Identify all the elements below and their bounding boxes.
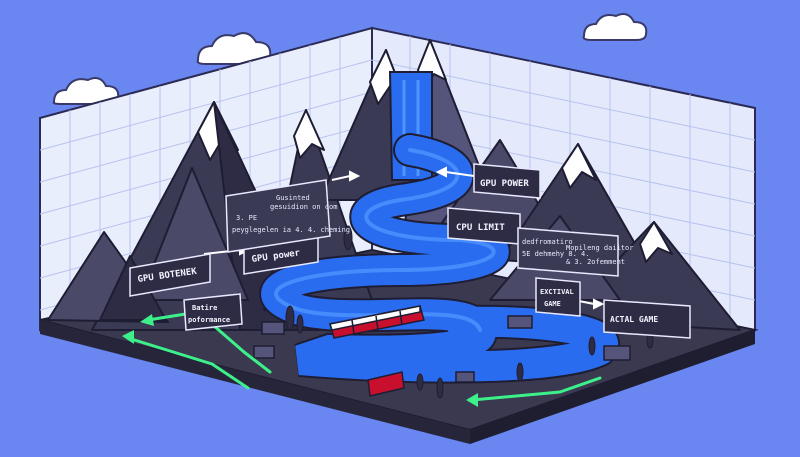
- flow-arrow: [126, 310, 602, 402]
- train-icon: [329, 305, 425, 339]
- sign-actal-game: ACTAL GAME: [603, 299, 691, 339]
- sign-cpu-limit: CPU LIMIT: [447, 207, 521, 245]
- sign-label: CPU LIMIT: [456, 223, 505, 233]
- cloud-icon: [582, 13, 648, 41]
- winding-river: [259, 133, 620, 384]
- arrow-head-icon: [466, 393, 478, 407]
- sign-batire-poformance: Batire poformance: [183, 293, 243, 331]
- note-text: 3. PE: [236, 214, 257, 222]
- sign-label: Batire: [192, 304, 217, 312]
- sign-note-left: Gusinted gesuidion on com 3. PE peyglege…: [225, 179, 350, 253]
- note-text: 5E dehmehy 8. 4.: [522, 250, 589, 258]
- sign-label: GPU POWER: [480, 179, 529, 189]
- sign-gpu-botenek: GPU BOTENEK: [129, 253, 211, 297]
- note-text: Mopileng daiitor: [566, 244, 633, 252]
- sign-label: poformance: [188, 316, 230, 324]
- truck-icon: [253, 315, 631, 383]
- cloud-icon: [196, 32, 272, 65]
- sign-note-right: dedfromatiro 5E dehmehy 8. 4. Mopileng d…: [517, 227, 633, 277]
- note-text: Gusinted: [276, 194, 310, 202]
- note-text: peyglegelen ia 4. 4. cheming: [232, 226, 350, 234]
- sign-label: GAME: [544, 300, 561, 308]
- sign-gpu-power-right: GPU POWER: [473, 163, 541, 199]
- train-car-icon: [367, 371, 405, 397]
- sign-label: ACTAL GAME: [610, 315, 658, 324]
- note-text: dedfromatiro: [522, 238, 573, 246]
- note-text: & 3. 2ofemment: [566, 258, 625, 266]
- cloud-icon: [52, 77, 120, 105]
- arrow-head-icon: [122, 330, 134, 344]
- sign-label: EXCTIVAL: [540, 288, 574, 296]
- arrow-head-icon: [140, 314, 154, 326]
- sign-exctival-game: EXCTIVAL GAME: [535, 277, 581, 317]
- note-text: gesuidion on com: [270, 203, 337, 211]
